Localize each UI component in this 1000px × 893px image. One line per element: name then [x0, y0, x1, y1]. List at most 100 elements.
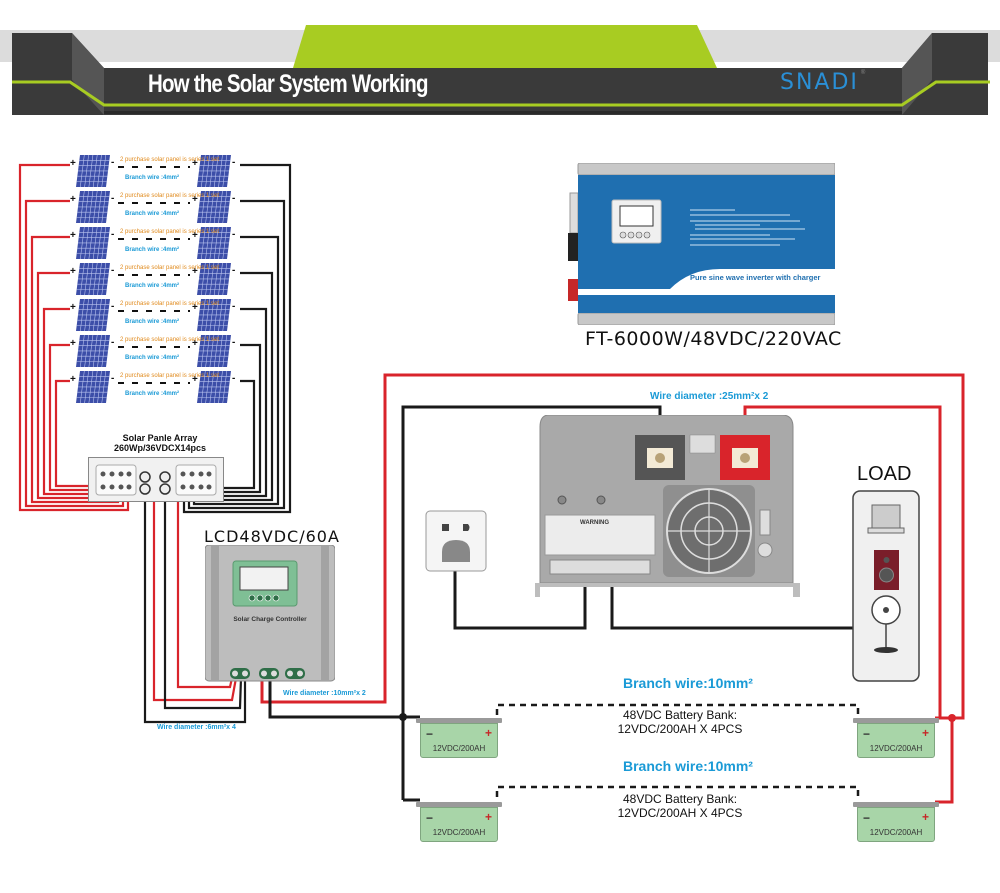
series-link [118, 310, 190, 312]
solar-panel [76, 191, 110, 223]
battery-wire-spec: Wire diameter :10mm²x 2 [283, 690, 366, 697]
minus-sign: - [232, 337, 236, 348]
minus-sign: - [111, 337, 115, 348]
branch-wire-label: Branch wire :4mm² [125, 247, 180, 253]
plus-sign: + [192, 194, 198, 205]
warning-label [544, 514, 656, 556]
controller-lcd [239, 566, 289, 591]
battery-branch-wire-1: Branch wire:10mm² [623, 675, 753, 691]
branch-wire-label: Branch wire :4mm² [125, 355, 180, 361]
plus-sign: + [70, 266, 76, 277]
wire-pv-pos-1 [152, 475, 238, 702]
battery-minus: − [863, 727, 871, 741]
minus-sign: - [232, 193, 236, 204]
plus-sign: + [70, 374, 76, 385]
series-link [118, 238, 190, 240]
solar-panel [197, 191, 231, 223]
brand-name: SNADI [780, 70, 859, 95]
plus-sign: + [70, 338, 76, 349]
warning-text: WARNING [580, 520, 609, 526]
series-note: 2 purchase solar panel is series 1 set [120, 193, 220, 199]
plus-sign: + [192, 230, 198, 241]
plus-sign: + [70, 302, 76, 313]
branch-wire-label: Branch wire :4mm² [125, 211, 180, 217]
battery-minus: − [426, 811, 434, 825]
battery-plus: + [921, 810, 929, 824]
solar-panel [76, 335, 110, 367]
series-link-1 [495, 703, 860, 715]
inverter-front-label: Pure sine wave inverter with charger [690, 273, 821, 282]
series-link [118, 346, 190, 348]
battery-plus: + [921, 726, 929, 740]
controller-button[interactable] [272, 594, 280, 602]
controller-terminals [230, 668, 305, 679]
solar-panel [76, 263, 110, 295]
controller-button[interactable] [264, 594, 272, 602]
solar-panel [197, 335, 231, 367]
bank-line1: 48VDC Battery Bank: [622, 708, 738, 722]
minus-sign: - [232, 157, 236, 168]
controller-button[interactable] [248, 594, 256, 602]
header-banner [0, 20, 1000, 130]
inverter-model: FT-6000W/48VDC/220VAC [585, 328, 842, 350]
minus-sign: - [111, 157, 115, 168]
plus-sign: + [70, 230, 76, 241]
battery-minus: − [426, 727, 434, 741]
plus-sign: + [192, 302, 198, 313]
wire-pv-pos-2 [176, 475, 234, 689]
battery-label: 12VDC/200AH [869, 744, 923, 753]
registered-mark: ® [860, 70, 866, 76]
minus-sign: - [111, 301, 115, 312]
battery-plus: + [484, 810, 492, 824]
solar-panel [76, 155, 110, 187]
branch-wire-label: Branch wire :4mm² [125, 319, 180, 325]
battery: − +12VDC/200AH [853, 718, 939, 758]
branch-wire-label: Branch wire :4mm² [125, 175, 180, 181]
solar-panel [197, 299, 231, 331]
minus-sign: - [232, 301, 236, 312]
series-note: 2 purchase solar panel is series 1 set [120, 337, 220, 343]
positive-terminal [720, 435, 770, 480]
series-link [118, 382, 190, 384]
inverter-dc-wire-spec: Wire diameter :25mm²x 2 [650, 391, 769, 402]
minus-sign: - [111, 229, 115, 240]
page-title: How the Solar System Working [148, 70, 428, 98]
cooling-fan [663, 485, 755, 577]
solar-panel [197, 227, 231, 259]
load-panel [852, 490, 920, 682]
battery: − +12VDC/200AH [853, 802, 939, 842]
battery-bank-desc-2: 48VDC Battery Bank: 12VDC/200AH X 4PCS [600, 792, 760, 820]
inverter-rear-panel [535, 415, 800, 597]
minus-sign: - [232, 373, 236, 384]
wire-controller-battery-pos [260, 373, 965, 720]
plus-sign: + [192, 266, 198, 277]
minus-sign: - [232, 265, 236, 276]
series-note: 2 purchase solar panel is series 1 set [120, 229, 220, 235]
battery-minus: − [863, 811, 871, 825]
battery-label: 12VDC/200AH [432, 828, 486, 837]
series-note: 2 purchase solar panel is series 1 set [120, 301, 220, 307]
computer-icon [867, 504, 905, 534]
minus-sign: - [111, 193, 115, 204]
array-spec: 260Wp/36VDCX14pcs [113, 443, 207, 453]
series-note: 2 purchase solar panel is series 1 set [120, 265, 220, 271]
solar-panel [76, 371, 110, 403]
series-link-2 [495, 785, 860, 797]
accent-tab [293, 25, 717, 68]
series-note: 2 purchase solar panel is series 1 set [120, 373, 220, 379]
minus-sign: - [232, 229, 236, 240]
battery-label: 12VDC/200AH [869, 828, 923, 837]
wire-controller-battery-neg [268, 678, 403, 719]
battery-plus: + [484, 726, 492, 740]
solar-panel [197, 155, 231, 187]
battery-label: 12VDC/200AH [432, 744, 486, 753]
series-link [118, 202, 190, 204]
controller-model: LCD48VDC/60A [204, 527, 340, 546]
controller-button[interactable] [256, 594, 264, 602]
solar-panel [197, 263, 231, 295]
series-link [118, 166, 190, 168]
minus-sign: - [111, 265, 115, 276]
charge-controller [205, 545, 335, 682]
load-title: LOAD [857, 463, 912, 485]
